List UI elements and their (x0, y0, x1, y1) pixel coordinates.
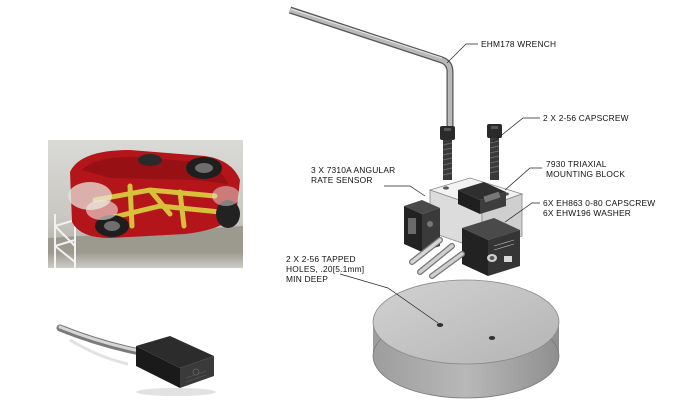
rate-sensor-callout: 3 X 7310A ANGULAR RATE SENSOR (311, 165, 396, 185)
mounting-block-leader (504, 167, 542, 191)
capscrew-leader (492, 117, 540, 143)
capscrew-callout: 2 X 2-56 CAPSCREW (543, 113, 629, 123)
mounting-block-callout: 7930 TRIAXIAL MOUNTING BLOCK (546, 159, 626, 179)
wrench-leader (446, 43, 478, 64)
tapped-holes-callout: 2 X 2-56 TAPPED HOLES, .20[5.1mm] MIN DE… (286, 254, 365, 284)
crash-test-car-photo (48, 140, 243, 268)
rate-sensor-leader (384, 185, 426, 197)
sensor-cable-photo (56, 324, 216, 396)
hardware-callout: 6X EH863 0-80 CAPSCREW 6X EHW196 WASHER (543, 198, 656, 218)
sensor-cables (409, 237, 465, 279)
rate-sensor (462, 218, 520, 276)
mounting-puck (372, 279, 560, 399)
hardware-leader (504, 202, 540, 223)
hex-wrench (288, 6, 454, 126)
capscrew (440, 126, 455, 180)
wrench-callout: EHM178 WRENCH (481, 39, 557, 49)
leader-lines (339, 43, 542, 324)
tapped-holes-leader (339, 273, 439, 324)
capscrew (487, 124, 502, 180)
